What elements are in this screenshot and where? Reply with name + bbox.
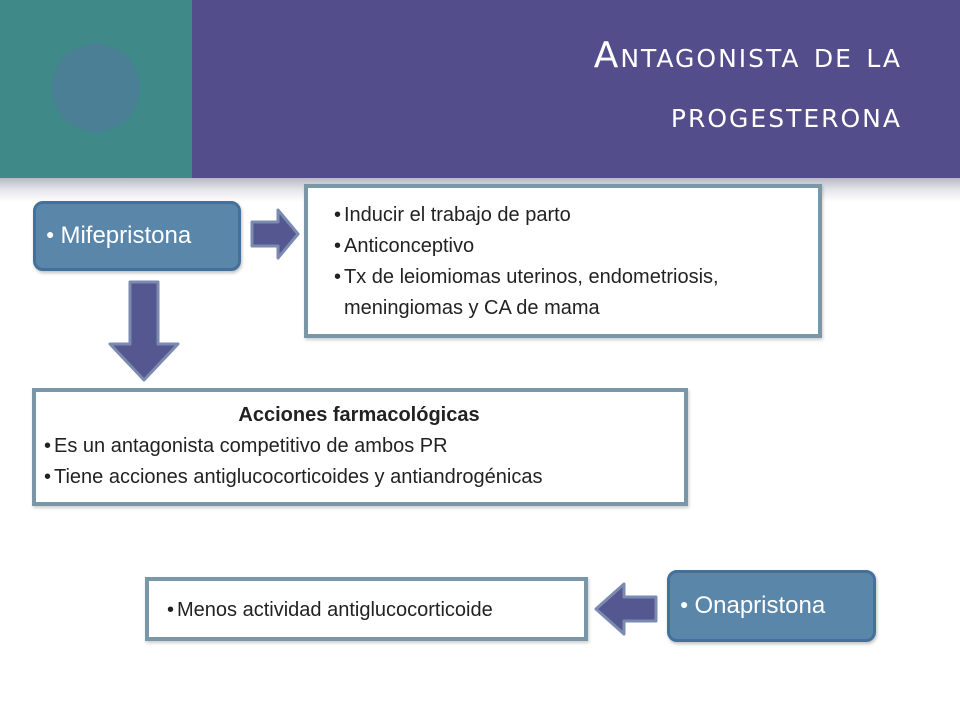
actions-box: Acciones farmacológicas Es un antagonist…: [32, 388, 688, 506]
onapristona-note: Menos actividad antiglucocorticoide: [167, 595, 574, 626]
uses-box: Inducir el trabajo de parto Anticoncepti…: [304, 184, 822, 338]
mifepristona-label: Mifepristona: [60, 222, 192, 249]
uses-item: Inducir el trabajo de parto: [334, 200, 808, 231]
title-line-1: Antagonista de la: [593, 35, 902, 76]
title-line-2: progesterona: [670, 95, 902, 136]
bullet-icon: ●: [680, 596, 689, 612]
uses-item: Tx de leiomiomas uterinos, endometriosis…: [334, 262, 808, 324]
slide-title: Antagonista de la progesterona: [342, 26, 902, 146]
bullet-icon: ●: [46, 226, 55, 242]
header-accent-panel: [0, 0, 192, 178]
block-arrow-left-icon: [594, 582, 658, 636]
header-title-panel: Antagonista de la progesterona: [192, 0, 960, 178]
onapristona-label: Onapristona: [694, 592, 826, 619]
mifepristona-node: ● Mifepristona: [33, 201, 241, 271]
circle-decoration-icon: [52, 44, 140, 132]
actions-item: Tiene acciones antiglucocorticoides y an…: [44, 462, 674, 493]
actions-heading: Acciones farmacológicas: [238, 404, 480, 426]
block-arrow-down-icon: [108, 280, 180, 382]
onapristona-node: ● Onapristona: [667, 570, 876, 642]
uses-item: Anticonceptivo: [334, 231, 808, 262]
onapristona-note-box: Menos actividad antiglucocorticoide: [145, 577, 588, 641]
block-arrow-right-icon: [250, 208, 300, 260]
actions-item: Es un antagonista competitivo de ambos P…: [44, 431, 674, 462]
